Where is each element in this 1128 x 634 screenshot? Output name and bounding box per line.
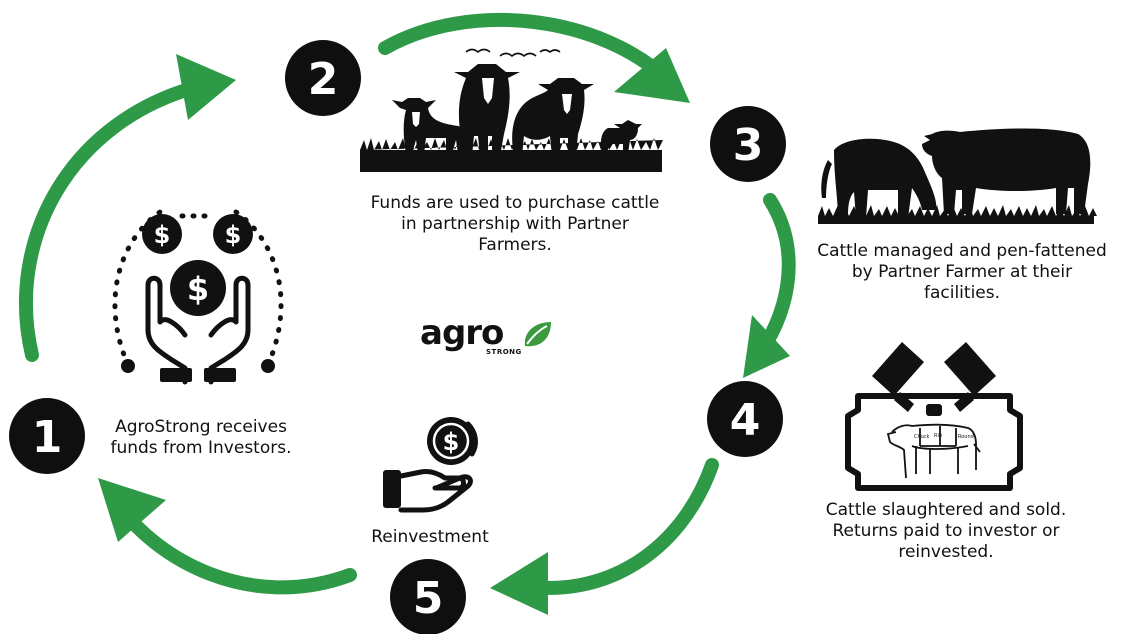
arrow-1-to-2: [18, 79, 207, 362]
step-number-5: 5: [413, 573, 444, 624]
leaf-icon: [524, 322, 551, 347]
step-badge-4: 4: [707, 381, 783, 457]
arrow-2-to-3: [378, 13, 677, 89]
arrowhead-1-to-2: [176, 54, 236, 120]
hands-money-icon: $ $ $: [112, 209, 284, 385]
step-3-text: Cattle managed and pen-fattened by Partn…: [817, 241, 1107, 303]
step-badge-2: 2: [285, 40, 361, 116]
step-badge-3: 3: [710, 106, 786, 182]
arrowhead-5-to-1: [98, 478, 166, 542]
step-4-text: Cattle slaughtered and sold. Returns pai…: [825, 500, 1067, 562]
svg-text:Chuck: Chuck: [914, 434, 930, 440]
arrowhead-3-to-4: [743, 315, 790, 378]
step-5-text: Reinvestment: [371, 527, 489, 547]
arrowhead-2-to-3: [614, 48, 690, 103]
arrow-4-to-5: [513, 458, 719, 595]
step-badge-5: 5: [390, 559, 466, 634]
step-number-4: 4: [730, 395, 761, 446]
cattle-herd-icon: [360, 48, 663, 172]
step-number-2: 2: [308, 54, 339, 105]
svg-text:$: $: [187, 270, 209, 308]
hand-coin-icon: $: [383, 417, 478, 513]
svg-text:Rib: Rib: [934, 433, 942, 439]
svg-text:$: $: [443, 428, 460, 456]
grazing-cattle-icon: [818, 128, 1097, 224]
step-badge-1: 1: [9, 398, 85, 474]
logo-word: agro: [420, 313, 504, 353]
arrowhead-4-to-5: [490, 552, 548, 615]
butcher-sign-icon: Chuck Rib Round: [845, 342, 1023, 491]
svg-text:Round: Round: [958, 434, 974, 440]
svg-text:$: $: [225, 221, 242, 249]
logo-subtitle: STRONG: [486, 348, 522, 356]
step-number-3: 3: [733, 120, 764, 171]
step-2-text: Funds are used to purchase cattle in par…: [370, 193, 660, 255]
svg-text:$: $: [154, 221, 171, 249]
step-1-text: AgroStrong receives funds from Investors…: [110, 417, 292, 458]
step-number-1: 1: [32, 412, 63, 463]
agrostrong-logo: agro STRONG: [420, 313, 551, 358]
